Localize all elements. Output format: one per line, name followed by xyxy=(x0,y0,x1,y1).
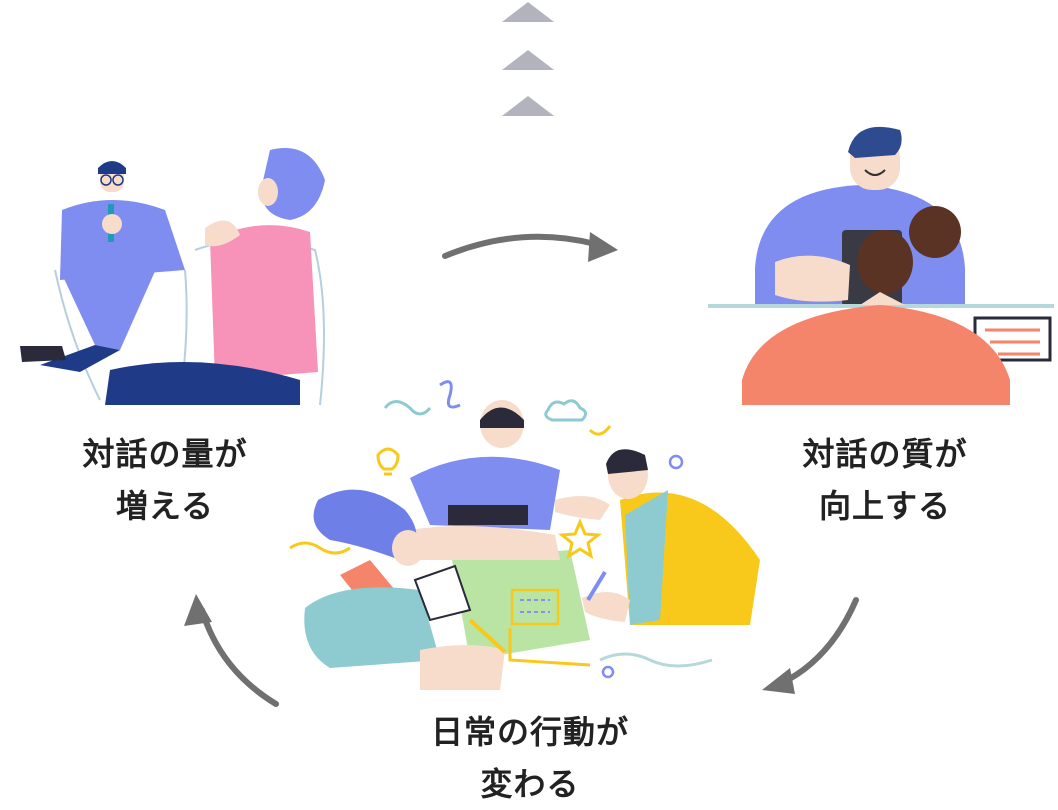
conversation-illustration xyxy=(20,148,325,406)
star-icon xyxy=(558,518,602,560)
arrowhead-right-icon xyxy=(588,232,618,262)
stage-label-line: 日常の行動が xyxy=(430,713,629,751)
chevron-up-icon xyxy=(502,96,554,116)
arrow-top-right xyxy=(442,233,598,259)
meeting-illustration xyxy=(708,126,1054,405)
chevron-up-stack-icon xyxy=(502,2,554,116)
stage-label-dialogue-quality: 対話の質が 向上する xyxy=(760,428,1010,532)
arrow-bottom-right xyxy=(777,597,859,687)
arrowhead-down-left-icon xyxy=(762,668,795,694)
stage-label-line: 向上する xyxy=(818,487,951,525)
arrowhead-up-icon xyxy=(184,594,212,626)
chevron-up-icon xyxy=(502,2,554,22)
stage-label-dialogue-quantity: 対話の量が 増える xyxy=(40,428,290,532)
stage-label-line: 対話の質が xyxy=(802,435,968,473)
chevron-up-icon xyxy=(502,50,554,70)
stage-label-daily-behavior: 日常の行動が 変わる xyxy=(390,706,670,810)
stage-label-line: 増える xyxy=(115,487,215,525)
teamwork-illustration xyxy=(289,380,760,690)
arrow-bottom-left xyxy=(199,607,279,707)
stage-label-line: 対話の量が xyxy=(82,435,248,473)
stage-label-line: 変わる xyxy=(480,765,580,803)
